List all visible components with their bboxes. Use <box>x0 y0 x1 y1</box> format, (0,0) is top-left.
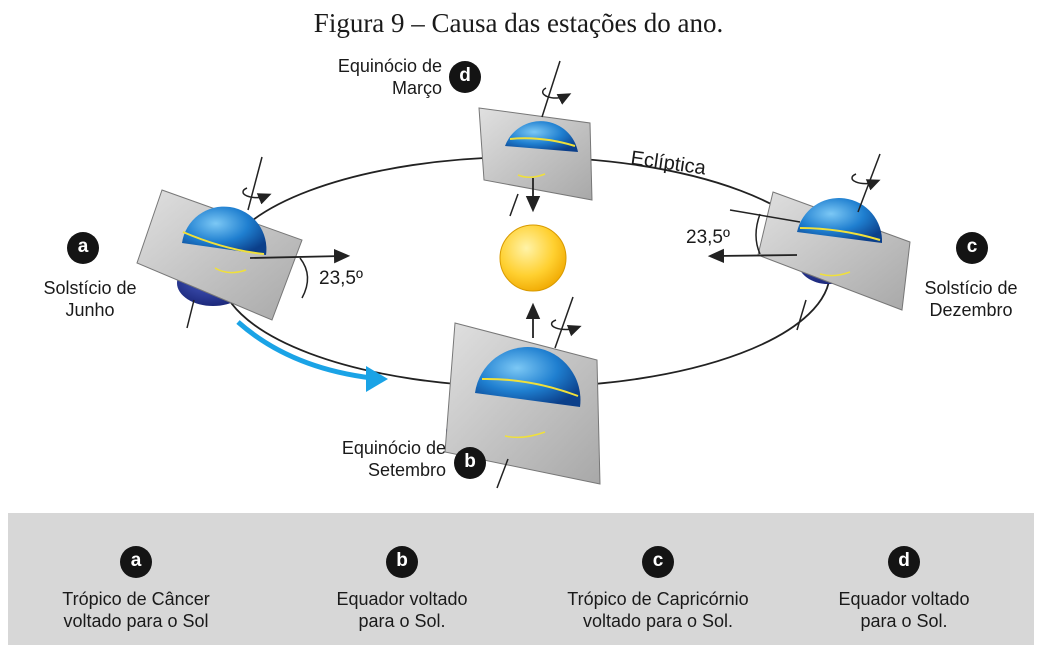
label-equinocio-marco: Equinócio de Março <box>292 55 442 99</box>
legend-c-line1: Trópico de Capricórnio <box>567 589 749 609</box>
badge-c: c <box>956 232 988 264</box>
orbit-direction-arrowhead <box>366 366 388 392</box>
legend-badge-d: d <box>888 546 920 578</box>
legend-a-line2: voltado para o Sol <box>63 611 209 631</box>
label-solsticio-dezembro: Solstício de Dezembro <box>906 277 1036 321</box>
badge-d: d <box>449 61 481 93</box>
seasons-diagram: Eclíptica 23,5º <box>136 60 911 489</box>
orbit-direction-arrow <box>236 320 373 381</box>
legend-item-d: d Equador voltado para o Sol. <box>776 513 1032 632</box>
earth-position-b <box>444 296 601 489</box>
earth-position-d <box>478 60 593 217</box>
label-equinocio-setembro: Equinócio de Setembro <box>300 437 446 481</box>
legend-d-line1: Equador voltado <box>838 589 970 609</box>
ecliptic-label: Eclíptica <box>629 147 708 179</box>
badge-b: b <box>454 447 486 479</box>
legend-item-a: a Trópico de Câncer voltado para o Sol <box>8 513 264 632</box>
angle-label-c: 23,5º <box>686 227 730 248</box>
label-a-line1: Solstício de <box>43 278 137 298</box>
legend-c-line2: voltado para o Sol. <box>582 611 734 631</box>
legend-b-line1: Equador voltado <box>336 589 468 609</box>
label-d-line2: Março <box>391 78 442 98</box>
legend-a-line1: Trópico de Câncer <box>62 589 210 609</box>
label-b-line1: Equinócio de <box>341 438 446 458</box>
legend-panel: a Trópico de Câncer voltado para o Sol b… <box>8 513 1034 645</box>
legend-badge-b: b <box>386 546 418 578</box>
legend-badge-c: c <box>642 546 674 578</box>
label-d-line1: Equinócio de <box>337 56 442 76</box>
legend-badge-a: a <box>120 546 152 578</box>
label-b-line2: Setembro <box>367 460 446 480</box>
legend-item-c: c Trópico de Capricórnio voltado para o … <box>530 513 786 632</box>
label-c-line1: Solstício de <box>924 278 1018 298</box>
badge-a: a <box>67 232 99 264</box>
label-solsticio-junho: Solstício de Junho <box>25 277 155 321</box>
legend-b-line2: para o Sol. <box>358 611 446 631</box>
angle-label-a: 23,5º <box>319 268 363 289</box>
earth-position-c <box>707 153 911 331</box>
legend-d-line2: para o Sol. <box>860 611 948 631</box>
label-a-line2: Junho <box>65 300 115 320</box>
label-c-line2: Dezembro <box>929 300 1013 320</box>
legend-item-b: b Equador voltado para o Sol. <box>274 513 530 632</box>
sun <box>499 224 567 292</box>
figure-caption: Figura 9 – Causa das estações do ano. <box>313 8 724 38</box>
earth-position-a <box>136 156 351 329</box>
